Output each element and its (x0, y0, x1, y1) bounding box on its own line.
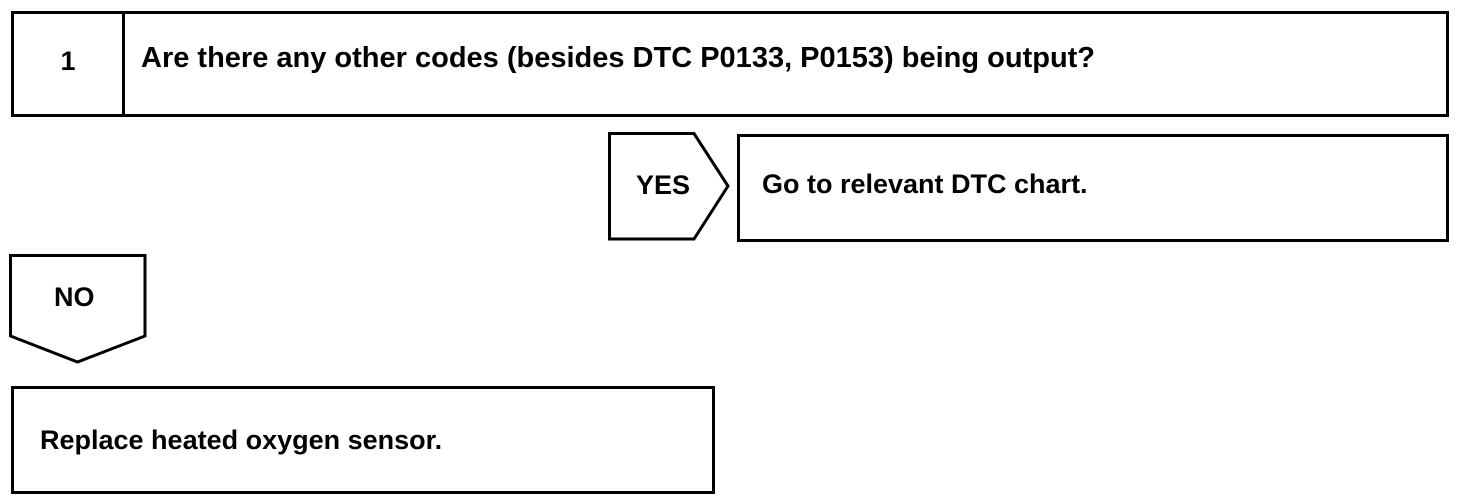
yes-result-text: Go to relevant DTC chart. (762, 168, 1088, 199)
yes-result-box: Go to relevant DTC chart. (737, 134, 1449, 242)
no-arrow (9, 254, 147, 364)
no-result-text: Replace heated oxygen sensor. (40, 424, 443, 455)
no-result-box: Replace heated oxygen sensor. (11, 386, 715, 494)
step-number-cell: 1 (14, 14, 125, 114)
step-1-box: 1 Are there any other codes (besides DTC… (11, 11, 1449, 117)
yes-label: YES (636, 170, 691, 200)
step-number: 1 (60, 45, 76, 76)
yes-arrow (608, 132, 730, 241)
no-label: NO (54, 282, 95, 312)
step-question: Are there any other codes (besides DTC P… (141, 41, 1096, 74)
